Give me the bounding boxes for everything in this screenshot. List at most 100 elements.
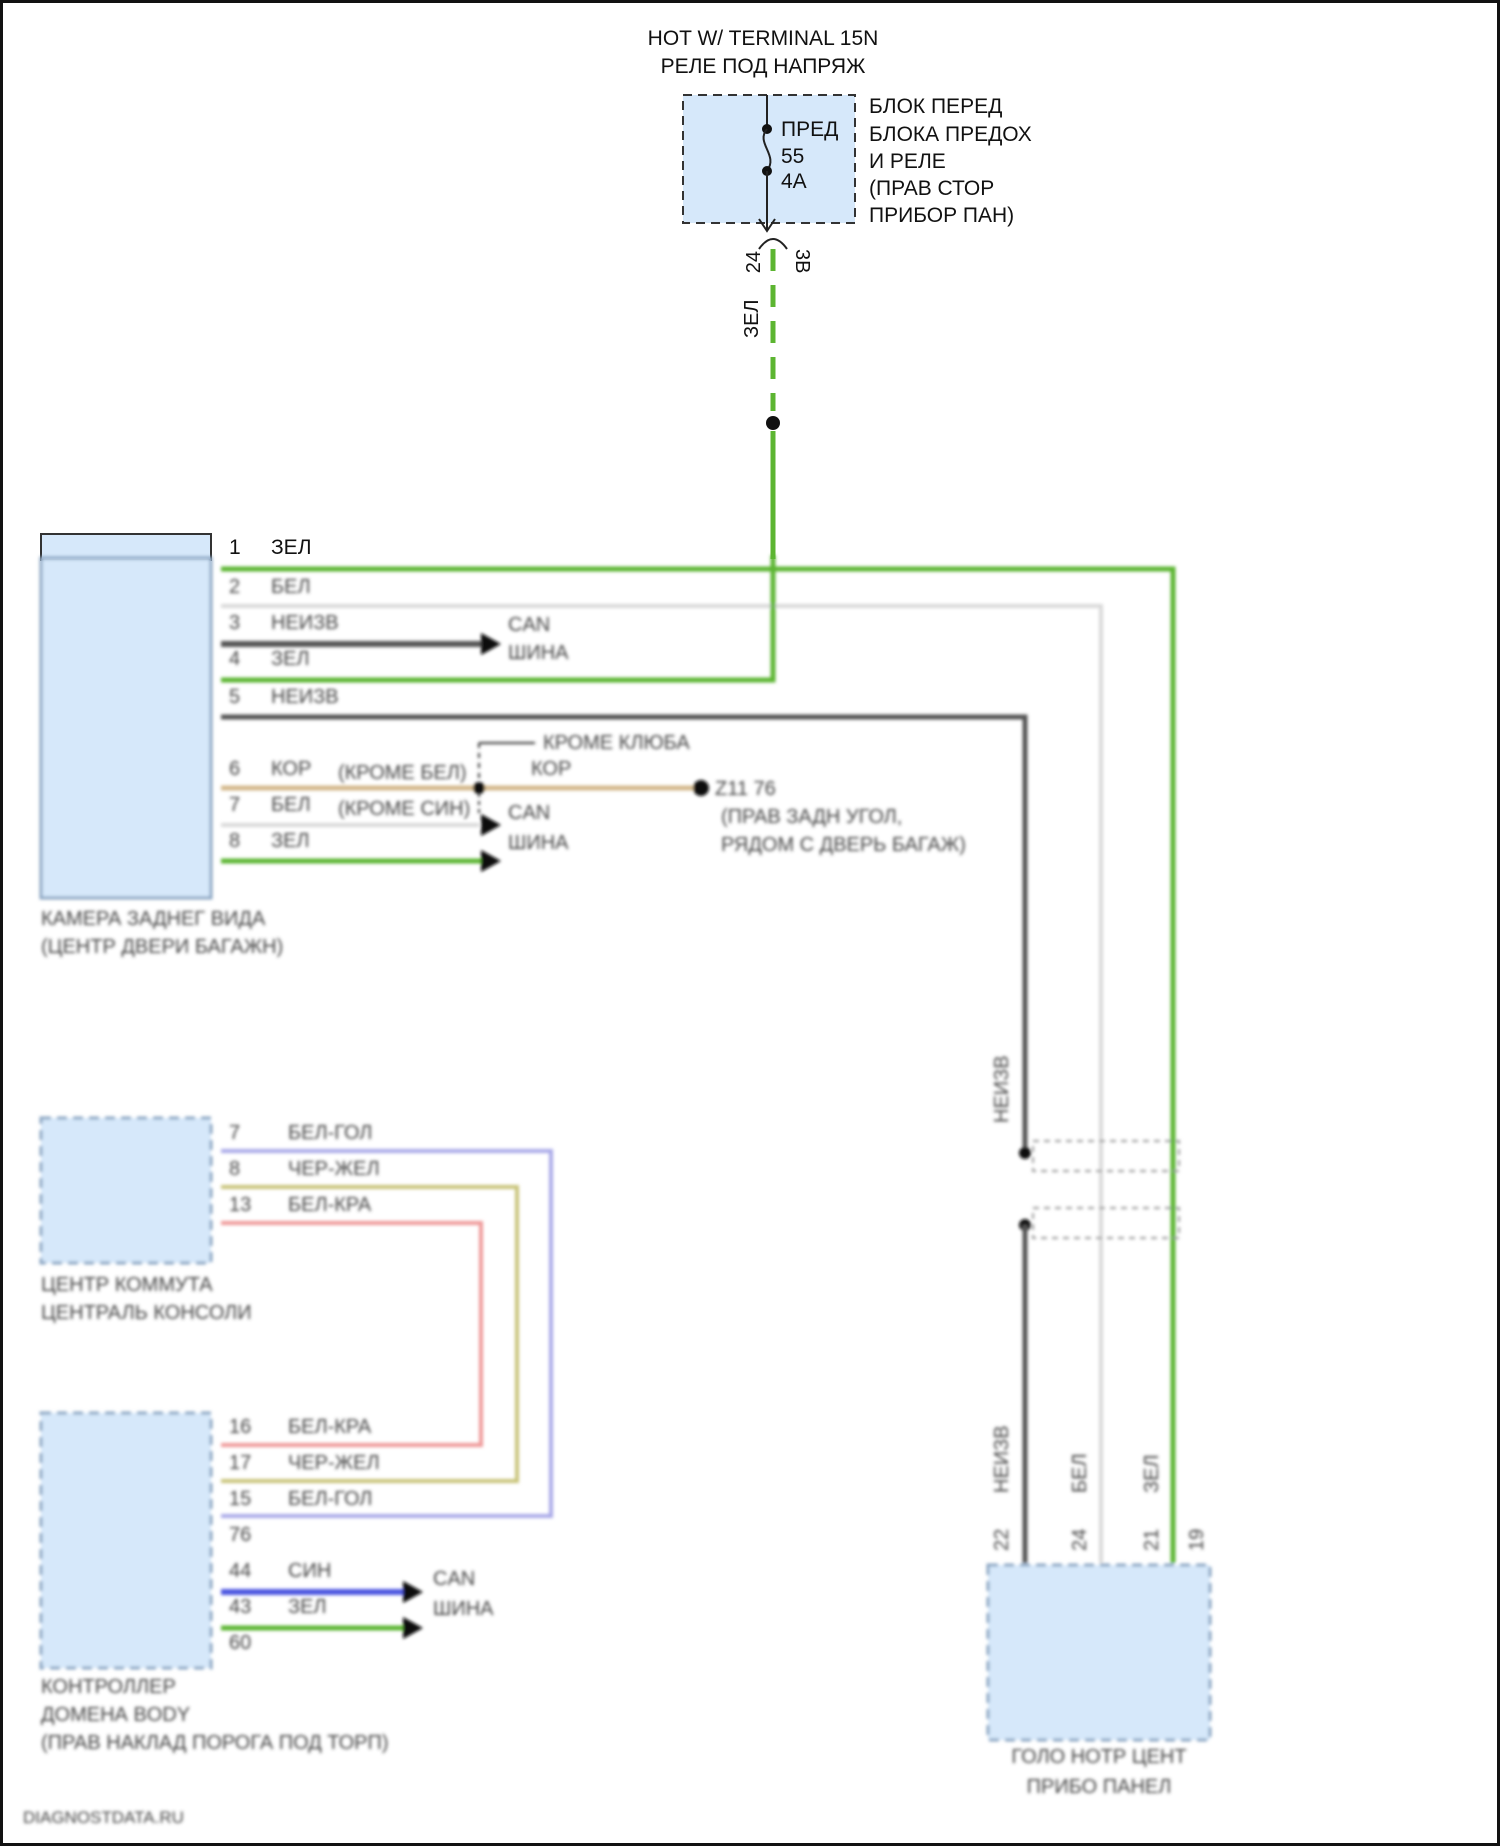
body-pin-60-num: 60 <box>229 1632 251 1654</box>
body-can-1: CAN <box>433 1568 475 1590</box>
can-arrow-1 <box>481 633 501 655</box>
ground-line-3: РЯДОМ С ДВЕРЬ БАГАЖ) <box>721 834 966 856</box>
switch-pin-7-color: БЕЛ-ГОЛ <box>288 1122 372 1144</box>
diagram-canvas: HOT W/ TERMINAL 15N РЕЛЕ ПОД НАПРЯЖ ПРЕД… <box>3 3 1497 1843</box>
inline-connector-1 <box>1033 1141 1179 1171</box>
fuse-block-name-3: И РЕЛЕ <box>869 150 946 173</box>
connector-symbol <box>759 239 787 249</box>
trunk-node-1 <box>1019 1147 1031 1159</box>
fuse-block-name-4: (ПРАВ СТОР <box>869 177 994 200</box>
camera-box-top-edge <box>41 534 211 560</box>
body-pin-44-num: 44 <box>229 1560 251 1582</box>
splice-node <box>473 782 485 794</box>
ground-point <box>693 780 709 796</box>
body-pin-17-num: 17 <box>229 1452 251 1474</box>
display-wire-label-1: НЕИЗВ <box>991 1425 1013 1493</box>
switch-pin-8-color: ЧЕР-ЖЕЛ <box>288 1158 380 1180</box>
main-wire-color-label: ЗЕЛ <box>741 299 763 338</box>
splice-color: КОР <box>531 758 571 780</box>
except-label: КРОМЕ КЛЮБА <box>543 732 690 754</box>
display-wire-label-2: БЕЛ <box>1069 1453 1091 1493</box>
body-pin-15-num: 15 <box>229 1488 251 1510</box>
can1-line1: CAN <box>508 614 550 636</box>
switch-center-box <box>41 1118 211 1263</box>
fuse-block-name-1: БЛОК ПЕРЕД <box>869 95 1002 118</box>
camera-pin-6-num: 6 <box>229 758 240 780</box>
switch-pin-13-num: 13 <box>229 1194 251 1216</box>
display-name-1: ГОЛО НОТР ЦЕНТ <box>1011 1746 1186 1768</box>
camera-pin-7-num: 7 <box>229 794 240 816</box>
display-box <box>988 1565 1210 1740</box>
body-pin-16-num: 16 <box>229 1416 251 1438</box>
fuse-label-2: 55 <box>781 145 804 168</box>
fuse-block-box <box>683 95 855 223</box>
display-pin-19: 19 <box>1186 1529 1208 1551</box>
wire-lavender <box>221 1151 551 1516</box>
camera-pin-2-color: БЕЛ <box>271 576 311 598</box>
lower-diagram-area: 2 БЕЛ 3 НЕИЗВ 4 ЗЕЛ 5 НЕИЗВ 6 КОР 7 БЕЛ … <box>23 555 1210 1827</box>
body-name-3: (ПРАВ НАКЛАД ПОРОГА ПОД ТОРП) <box>41 1732 389 1754</box>
inline-7: (КРОМЕ СИН) <box>338 798 470 820</box>
body-can-2: ШИНА <box>433 1598 494 1620</box>
can-arrow-5 <box>403 1617 423 1639</box>
body-pin-15-color: БЕЛ-ГОЛ <box>288 1488 372 1510</box>
camera-pin-5-color: НЕИЗВ <box>271 686 339 708</box>
camera-pin-1-num: 1 <box>229 536 241 559</box>
camera-pin-4-color: ЗЕЛ <box>271 648 310 670</box>
can1-line2: ШИНА <box>508 642 569 664</box>
switch-pin-13-color: БЕЛ-КРА <box>288 1194 372 1216</box>
can-arrow-2 <box>481 814 501 836</box>
can-arrow-4 <box>403 1581 423 1603</box>
fuse-block-name-2: БЛОКА ПРЕДОХ <box>869 123 1032 146</box>
fuse-block-name-5: ПРИБОР ПАН) <box>869 204 1014 227</box>
camera-pin-2-num: 2 <box>229 576 240 598</box>
wire-pink <box>221 1223 481 1445</box>
body-pin-17-color: ЧЕР-ЖЕЛ <box>288 1452 380 1474</box>
switch-pin-8-num: 8 <box>229 1158 240 1180</box>
watermark: DIAGNOSTDATA.RU <box>23 1808 184 1827</box>
ground-line-2: (ПРАВ ЗАДН УГОЛ, <box>721 806 902 828</box>
body-pin-44-color: СИН <box>288 1560 331 1582</box>
can2-line2: ШИНА <box>508 832 569 854</box>
display-wire-label-upper: НЕИЗВ <box>991 1055 1013 1123</box>
camera-name-1: КАМЕРА ЗАДНЕГ ВИДА <box>41 908 266 930</box>
body-pin-43-color: ЗЕЛ <box>288 1596 327 1618</box>
display-name-2: ПРИБО ПАНЕЛ <box>1027 1776 1172 1798</box>
display-pin-21: 21 <box>1141 1529 1163 1551</box>
inline-connector-2 <box>1033 1208 1179 1238</box>
switch-name-2: ЦЕНТРАЛЬ КОНСОЛИ <box>41 1302 252 1324</box>
camera-name-2: (ЦЕНТР ДВЕРИ БАГАЖН) <box>41 936 283 958</box>
body-pin-43-num: 43 <box>229 1596 251 1618</box>
camera-pin-5-num: 5 <box>229 686 240 708</box>
connector-pin-left: 24 <box>743 251 765 273</box>
switch-name-1: ЦЕНТР КОММУТА <box>41 1274 213 1296</box>
body-pin-16-color: БЕЛ-КРА <box>288 1416 372 1438</box>
power-line-1: HOT W/ TERMINAL 15N <box>648 27 879 50</box>
connector-pin-right: 3B <box>791 249 813 273</box>
camera-pin-8-color: ЗЕЛ <box>271 830 310 852</box>
camera-pin-6-color: КОР <box>271 758 311 780</box>
body-name-1: КОНТРОЛЛЕР <box>41 1676 176 1698</box>
camera-pin-3-num: 3 <box>229 612 240 634</box>
can-arrow-3 <box>481 850 501 872</box>
display-wire-label-3: ЗЕЛ <box>1141 1454 1163 1493</box>
display-pin-24: 24 <box>1069 1529 1091 1551</box>
camera-pin-4-num: 4 <box>229 648 240 670</box>
switch-pin-7-num: 7 <box>229 1122 240 1144</box>
body-pin-76-num: 76 <box>229 1524 251 1546</box>
can2-line1: CAN <box>508 802 550 824</box>
camera-pin-7-color: БЕЛ <box>271 794 311 816</box>
camera-pin-1-color: ЗЕЛ <box>271 536 311 559</box>
inline-6: (КРОМЕ БЕЛ) <box>338 762 467 784</box>
body-controller-box <box>41 1413 211 1668</box>
fuse-label-1: ПРЕД <box>781 118 838 141</box>
camera-pin-3-color: НЕИЗВ <box>271 612 339 634</box>
power-line-2: РЕЛЕ ПОД НАПРЯЖ <box>661 55 866 78</box>
body-name-2: ДОМЕНА BODY <box>41 1704 190 1726</box>
display-pin-22: 22 <box>991 1529 1013 1551</box>
rear-camera-box <box>41 558 211 898</box>
camera-pin-8-num: 8 <box>229 830 240 852</box>
main-wire-node <box>766 416 780 430</box>
fuse-label-3: 4A <box>781 170 807 193</box>
